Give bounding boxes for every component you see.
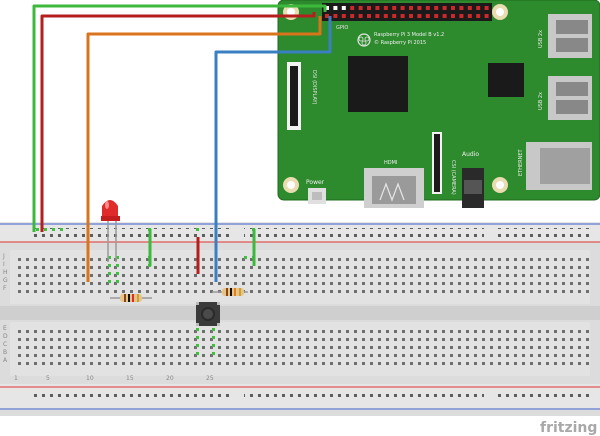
csi-camera-connector: CSI (CAMERA) xyxy=(432,132,456,195)
row-letter: C xyxy=(3,341,7,348)
dsi-display-connector: DSI (DISPLAY) xyxy=(287,62,317,130)
gpio-pin xyxy=(367,14,371,18)
gpio-pin xyxy=(409,14,413,18)
gpio-pin xyxy=(392,6,397,10)
gpio-pin xyxy=(425,6,430,10)
wire-green xyxy=(32,4,327,232)
gpio-pin xyxy=(383,6,388,10)
column-number: 10 xyxy=(86,375,94,382)
column-number: 20 xyxy=(166,375,174,382)
gpio-pin xyxy=(476,6,481,10)
row-letter: B xyxy=(3,349,7,356)
gpio-pin xyxy=(467,6,472,10)
gpio-pin xyxy=(409,6,413,10)
breadboard: J I H G F E D C B A 1 5 10 15 20 25 xyxy=(0,222,600,416)
gpio-pin xyxy=(425,14,430,18)
gpio-pin xyxy=(392,14,397,18)
soc-chip xyxy=(348,56,408,112)
row-letter: G xyxy=(3,277,8,284)
gpio-pin xyxy=(451,6,455,10)
gpio-pin xyxy=(451,14,455,18)
column-number: 25 xyxy=(206,375,214,382)
gpio-pin xyxy=(325,14,329,18)
wire-red xyxy=(40,12,316,232)
red-led xyxy=(101,200,120,262)
wire-orange xyxy=(86,16,322,282)
gpio-pin xyxy=(467,14,472,18)
wires xyxy=(32,4,332,282)
gpio-pin xyxy=(383,14,388,18)
gpio-pin xyxy=(350,6,355,10)
row-letter: H xyxy=(3,269,8,276)
gpio-pin xyxy=(325,6,329,10)
gpio-pin xyxy=(358,14,363,18)
svg-text:Power: Power xyxy=(306,179,325,186)
copyright-label: © Raspberry Pi 2015 xyxy=(374,39,426,46)
push-button xyxy=(196,302,220,326)
gpio-pin xyxy=(375,14,380,18)
gpio-pin xyxy=(367,6,371,10)
gpio-pin xyxy=(350,14,355,18)
gpio-pin xyxy=(333,14,338,18)
gpio-pin xyxy=(459,6,464,10)
raspberry-pi-board: GPIO Raspberry Pi 3 Model B v1.2 © Raspb… xyxy=(277,0,600,208)
resistor-2 xyxy=(212,288,248,296)
svg-text:HDMI: HDMI xyxy=(384,160,397,166)
svg-text:Audio: Audio xyxy=(462,151,479,158)
hdmi-port: HDMI xyxy=(364,160,424,208)
center-channel xyxy=(0,306,600,320)
row-letter: A xyxy=(3,357,8,364)
power-port: Power xyxy=(306,179,326,204)
usb-port-top: USB 2x xyxy=(538,14,592,58)
gpio-pin xyxy=(358,6,363,10)
gpio-pin xyxy=(442,6,447,10)
fritzing-watermark: fritzing xyxy=(540,420,597,436)
svg-text:DSI (DISPLAY): DSI (DISPLAY) xyxy=(311,70,317,105)
gpio-pin xyxy=(341,6,346,10)
model-label: Raspberry Pi 3 Model B v1.2 xyxy=(374,32,444,38)
gpio-label: GPIO xyxy=(336,25,348,31)
column-number: 15 xyxy=(126,375,134,382)
row-letter: J xyxy=(2,253,5,260)
svg-text:USB 2x: USB 2x xyxy=(538,92,544,110)
wire-blue xyxy=(214,16,332,282)
audio-jack: Audio xyxy=(462,151,484,208)
gpio-pin xyxy=(484,14,489,18)
column-number: 5 xyxy=(46,375,50,382)
connected-holes xyxy=(36,228,255,355)
usb-controller-chip xyxy=(488,63,524,97)
svg-text:USB 2x: USB 2x xyxy=(538,30,544,48)
gpio-pin xyxy=(333,6,338,10)
raspberry-logo-icon xyxy=(357,33,371,47)
svg-text:ETHERNET: ETHERNET xyxy=(518,148,524,176)
row-letter: F xyxy=(3,285,7,292)
gpio-pin xyxy=(434,6,439,10)
gpio-pin xyxy=(417,14,422,18)
gpio-pin xyxy=(375,6,380,10)
row-letter: E xyxy=(3,325,7,332)
gpio-pin xyxy=(400,6,405,10)
gpio-pin xyxy=(341,14,346,18)
gpio-pin xyxy=(484,6,489,10)
row-letter: I xyxy=(3,261,5,268)
gpio-header xyxy=(322,3,492,21)
gpio-pin xyxy=(459,14,464,18)
gpio-pin xyxy=(442,14,447,18)
svg-text:CSI (CAMERA): CSI (CAMERA) xyxy=(450,160,456,195)
ethernet-port: ETHERNET xyxy=(518,142,592,190)
gpio-pin xyxy=(417,6,422,10)
row-letter: D xyxy=(3,333,8,340)
usb-port-bottom: USB 2x xyxy=(538,76,592,120)
column-number: 1 xyxy=(14,375,18,382)
gpio-pin xyxy=(434,14,439,18)
gpio-pin xyxy=(476,14,481,18)
gpio-pin xyxy=(400,14,405,18)
resistor-1 xyxy=(110,294,152,302)
